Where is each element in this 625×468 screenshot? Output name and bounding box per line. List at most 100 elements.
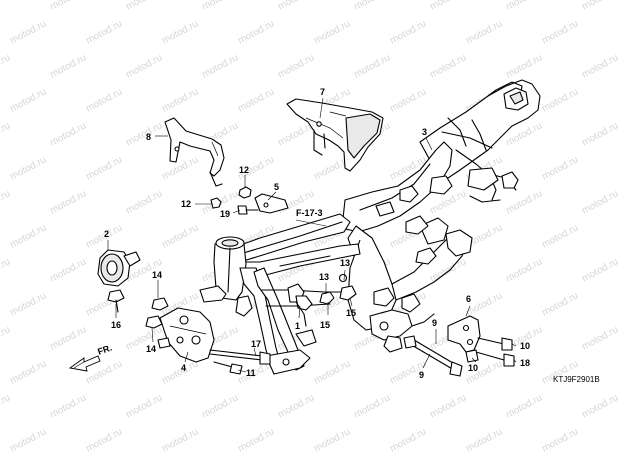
watermark-text: motod.ru — [0, 392, 12, 420]
watermark-text: motod.ru — [160, 18, 200, 46]
watermark-text: motod.ru — [0, 52, 12, 80]
watermark-text: motod.ru — [540, 86, 580, 114]
watermark-text: motod.ru — [276, 52, 316, 80]
callout-label: 17 — [251, 339, 261, 349]
drawing-code: KTJ9F2901B — [553, 375, 600, 384]
watermark-text: motod.ru — [124, 0, 164, 13]
watermark-text: motod.ru — [464, 18, 504, 46]
watermark-text: motod.ru — [160, 86, 200, 114]
watermark-text: motod.ru — [504, 256, 544, 284]
watermark-text: motod.ru — [48, 52, 88, 80]
callout-label: 4 — [181, 363, 186, 373]
watermark-text: motod.ru — [428, 0, 468, 13]
watermark-text: motod.ru — [580, 188, 620, 216]
callout-label: 8 — [146, 132, 151, 142]
callout-label: 7 — [320, 87, 325, 97]
watermark-text: motod.ru — [48, 0, 88, 13]
watermark-text: motod.ru — [352, 0, 392, 13]
watermark-text: motod.ru — [580, 324, 620, 352]
watermark-text: motod.ru — [124, 52, 164, 80]
front-arrow-icon — [68, 355, 101, 372]
callout-label: 13 — [319, 272, 329, 282]
watermark-text: motod.ru — [580, 120, 620, 148]
watermark-text: motod.ru — [540, 154, 580, 182]
callout-label: 13 — [340, 258, 350, 268]
watermark-text: motod.ru — [352, 392, 392, 420]
callout-labels: 1 2 3 4 5 6 7 8 9 9 10 10 11 12 12 13 13… — [104, 87, 530, 380]
watermark-text: motod.ru — [540, 290, 580, 318]
watermark-text: motod.ru — [312, 426, 352, 454]
callout-label: 12 — [181, 199, 191, 209]
watermark-text: motod.ru — [200, 392, 240, 420]
callout-label: 6 — [466, 294, 471, 304]
callout-label: 12 — [239, 165, 249, 175]
callout-label: 15 — [320, 320, 330, 330]
watermark-text: motod.ru — [0, 0, 12, 13]
watermark-text: motod.ru — [464, 426, 504, 454]
watermark-text: motod.ru — [236, 426, 276, 454]
watermark-text: motod.ru — [8, 222, 48, 250]
watermark-text: motod.ru — [84, 18, 124, 46]
watermark-text: motod.ru — [428, 392, 468, 420]
watermark-text: motod.ru — [84, 154, 124, 182]
watermark-text: motod.ru — [580, 392, 620, 420]
watermark-text: motod.ru — [8, 290, 48, 318]
watermark-text: motod.ru — [580, 52, 620, 80]
watermark-text: motod.ru — [580, 256, 620, 284]
watermark-text: motod.ru — [8, 358, 48, 386]
watermark-text: motod.ru — [48, 120, 88, 148]
watermark-text: motod.ru — [428, 256, 468, 284]
watermark-text: motod.ru — [124, 120, 164, 148]
parts-10-18-bolts — [465, 337, 515, 367]
callout-label: 1 — [295, 321, 300, 331]
callout-label: 11 — [246, 368, 256, 378]
watermark-text: motod.ru — [84, 426, 124, 454]
watermark-text: motod.ru — [580, 0, 620, 13]
watermark-text: motod.ru — [236, 86, 276, 114]
callout-label: 2 — [104, 229, 109, 239]
watermark-text: motod.ru — [504, 52, 544, 80]
watermark-text: motod.ru — [200, 0, 240, 13]
callout-label: 16 — [111, 320, 121, 330]
watermark-text: motod.ru — [388, 86, 428, 114]
callout-label: 10 — [468, 363, 478, 373]
watermark-text: motod.ru — [388, 18, 428, 46]
watermark-text: motod.ru — [504, 0, 544, 13]
watermark-text: motod.ru — [160, 426, 200, 454]
watermark-text: motod.ru — [8, 154, 48, 182]
watermark-text: motod.ru — [428, 52, 468, 80]
part-4-bracket — [145, 297, 271, 375]
watermark-text: motod.ru — [312, 358, 352, 386]
callout-label: 9 — [432, 318, 437, 328]
watermark-text: motod.ru — [504, 188, 544, 216]
watermark-text: motod.ru — [8, 86, 48, 114]
callout-label: 19 — [220, 209, 230, 219]
callout-label: 3 — [422, 127, 427, 137]
figure-reference: F-17-3 — [296, 208, 323, 218]
callout-label: 15 — [346, 308, 356, 318]
watermark-text: motod.ru — [160, 222, 200, 250]
part-6-bracket — [447, 315, 481, 353]
callout-label: 9 — [419, 370, 424, 380]
watermark-text: motod.ru — [48, 392, 88, 420]
watermark-text: motod.ru — [0, 256, 12, 284]
watermark-text: motod.ru — [48, 256, 88, 284]
watermark-text: motod.ru — [504, 392, 544, 420]
watermark-text: motod.ru — [0, 120, 12, 148]
part-3-frame-body — [199, 79, 541, 375]
watermark-text: motod.ru — [200, 52, 240, 80]
watermark-text: motod.ru — [8, 18, 48, 46]
watermark-text: motod.ru — [540, 426, 580, 454]
part-9-bolt — [403, 335, 463, 377]
part-16-bolt — [107, 289, 125, 313]
watermark-text: motod.ru — [84, 86, 124, 114]
watermark-text: motod.ru — [124, 392, 164, 420]
front-indicator: FR. — [68, 343, 113, 372]
watermark-text: motod.ru — [276, 0, 316, 13]
watermark-text: motod.ru — [48, 324, 88, 352]
part-7-bracket-plate — [286, 98, 384, 172]
watermark-text: motod.ru — [388, 426, 428, 454]
watermark-text: motod.ru — [0, 188, 12, 216]
callout-label: 14 — [152, 270, 162, 280]
